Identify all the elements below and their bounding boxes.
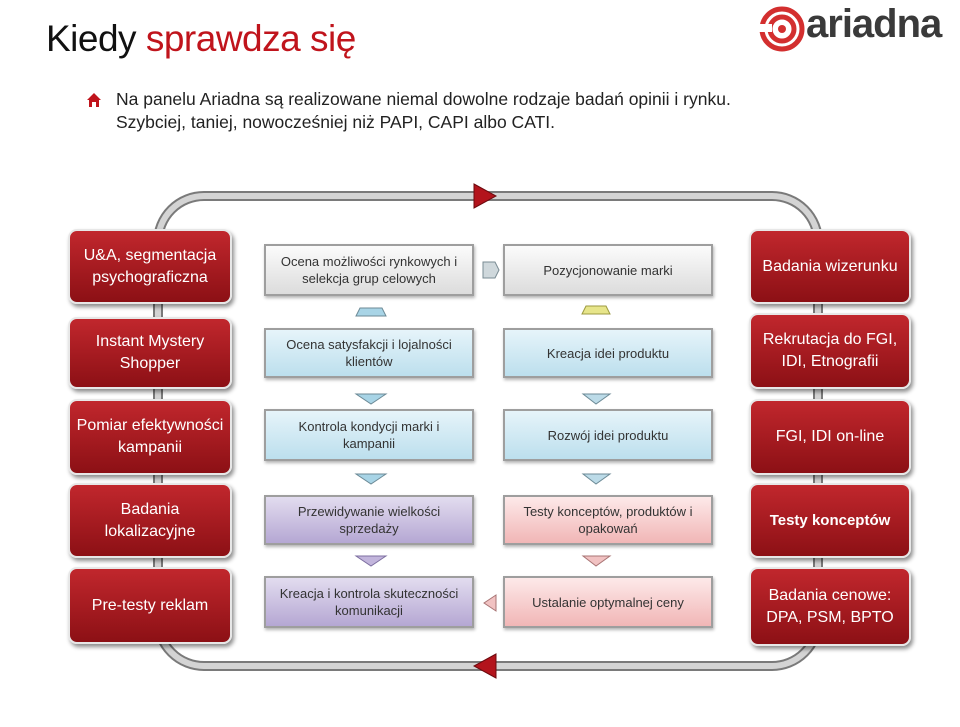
col3-box-3: Rozwój idei produktu — [503, 409, 713, 461]
col3-box-4: Testy konceptów, produktów i opakowań — [503, 495, 713, 545]
page-title: Kiedy sprawdza się — [46, 18, 356, 60]
col3-box-1: Pozycjonowanie marki — [503, 244, 713, 296]
right-box-1: Badania wizerunku — [749, 229, 911, 304]
connector-arrow-icon — [355, 307, 387, 317]
right-box-4: Testy konceptów — [749, 483, 911, 558]
col3-box-2: Kreacja idei produktu — [503, 328, 713, 378]
connector-arrow-icon — [483, 594, 497, 612]
connector-arrow-icon — [581, 393, 612, 405]
col3-box-5: Ustalanie optymalnej ceny — [503, 576, 713, 628]
logo-mark-icon — [758, 6, 805, 52]
intro-text: Na panelu Ariadna są realizowane niemal … — [116, 88, 856, 134]
right-box-3: FGI, IDI on-line — [749, 399, 911, 475]
left-box-5: Pre-testy reklam — [68, 567, 232, 644]
connector-arrow-icon — [581, 305, 611, 315]
col2-box-4: Przewidywanie wielkości sprzedaży — [264, 495, 474, 545]
col2-box-2: Ocena satysfakcji i lojalności klientów — [264, 328, 474, 378]
connector-arrow-icon — [354, 393, 388, 405]
logo-text: ariadna — [806, 2, 942, 46]
col2-box-5: Kreacja i kontrola skuteczności komunika… — [264, 576, 474, 628]
left-box-1: U&A, segmentacja psychograficzna — [68, 229, 232, 304]
connector-arrow-icon — [581, 473, 612, 485]
connector-arrow-icon — [354, 473, 388, 485]
left-box-2: Instant Mystery Shopper — [68, 317, 232, 389]
top-arrow-icon — [473, 183, 498, 209]
title-accent: sprawdza się — [145, 18, 356, 59]
col2-box-1: Ocena możliwości rynkowych i selekcja gr… — [264, 244, 474, 296]
title-main: Kiedy — [46, 18, 146, 59]
intro-line-1: Na panelu Ariadna są realizowane niemal … — [116, 89, 731, 109]
connector-arrow-icon — [354, 555, 388, 567]
house-bullet-icon — [87, 93, 101, 107]
left-box-3: Pomiar efektywności kampanii — [68, 399, 232, 475]
ariadna-logo: ariadna — [756, 2, 956, 54]
col2-box-3: Kontrola kondycji marki i kampanii — [264, 409, 474, 461]
right-box-2: Rekrutacja do FGI, IDI, Etnografii — [749, 313, 911, 389]
right-box-5: Badania cenowe: DPA, PSM, BPTO — [749, 567, 911, 646]
connector-arrow-icon — [482, 261, 500, 279]
left-box-4: Badania lokalizacyjne — [68, 483, 232, 558]
bottom-arrow-icon — [472, 653, 497, 679]
connector-arrow-icon — [581, 555, 612, 567]
intro-line-2: Szybciej, taniej, nowocześniej niż PAPI,… — [116, 112, 555, 132]
